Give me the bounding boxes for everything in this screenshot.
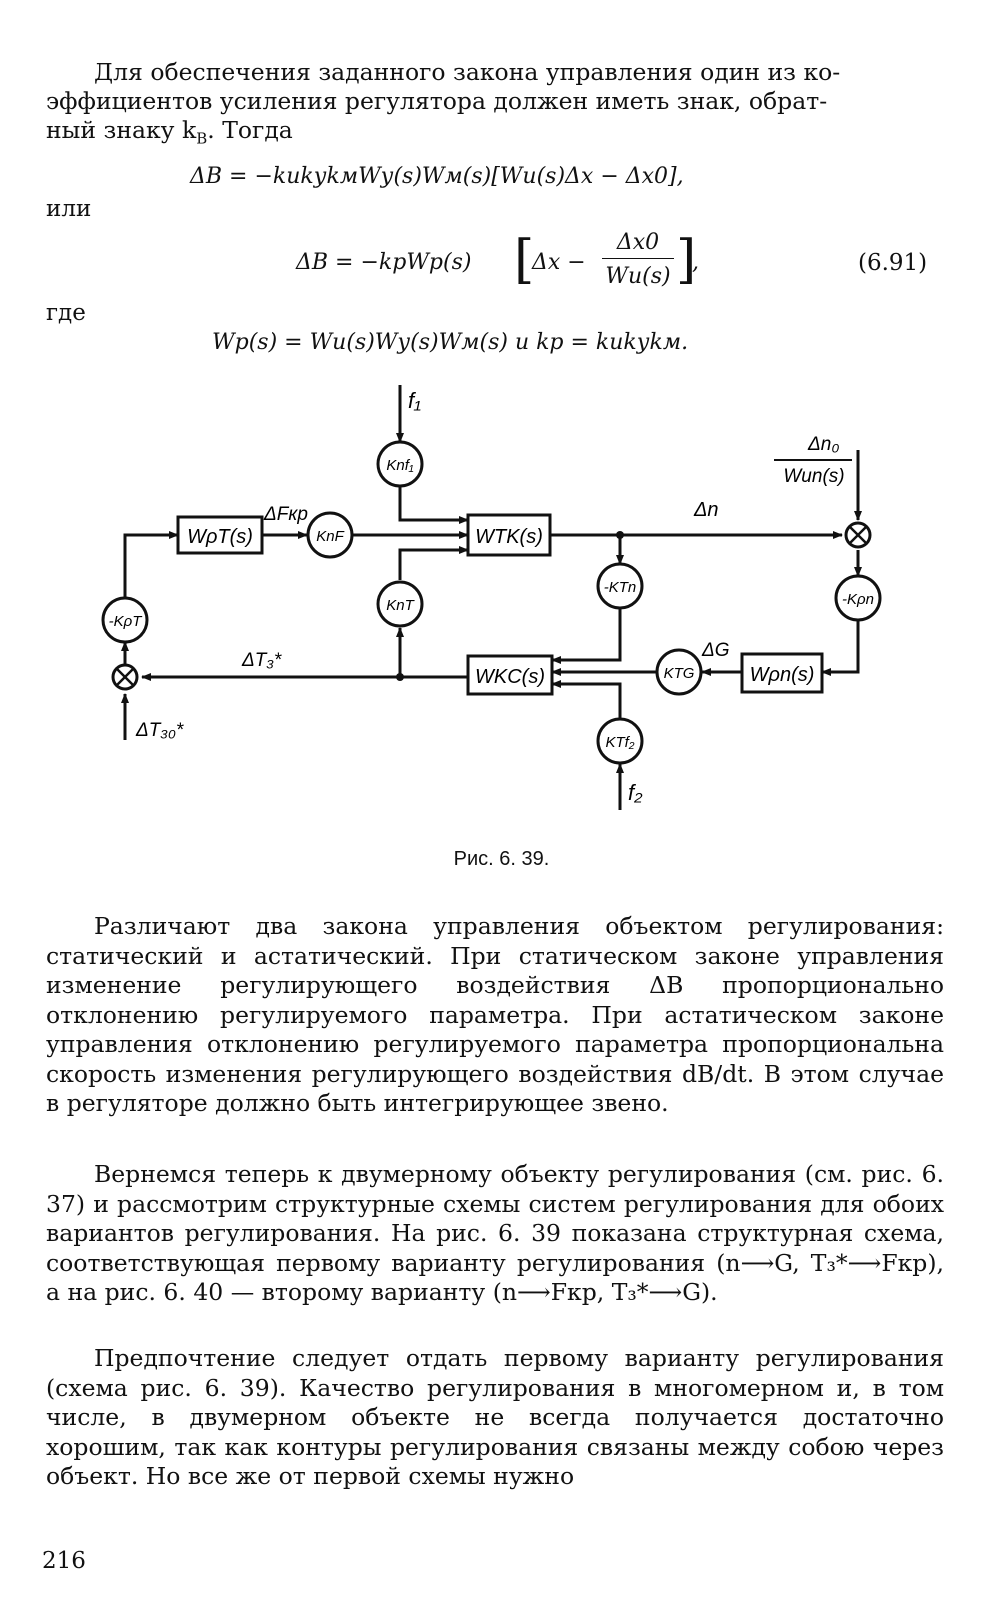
circle-ktn: -KTn [604,579,637,596]
circle-kpn: -Kρn [842,591,874,608]
signal-dg: ΔG [701,640,730,661]
circle-knf1: Knf₁ [386,457,414,474]
equation-1: ΔB = −kиkуkмWу(s)Wм(s)[Wи(s)Δx − Δx0], [190,164,684,189]
intro-line-3: ный знаку kB. Тогда [46,116,293,148]
signal-dt30: ΔT₃₀* [135,720,184,741]
signal-dn: Δn [693,499,719,521]
circle-knf: KnF [316,528,344,545]
circle-ktf2: KTf₂ [605,734,634,751]
signal-dn0-den: Wun(s) [783,466,844,487]
equation-3: Wр(s) = Wи(s)Wу(s)Wм(s) и kр = kиkуkм. [212,330,689,355]
paragraph-3: Предпочтение следует отдать первому вари… [46,1344,944,1490]
signal-dn0-num: Δn₀ [807,434,839,455]
circle-ktg: KTG [664,665,695,682]
block-wkc: WKC(s) [475,666,545,688]
circle-knt: KnT [386,597,415,614]
where-label: где [46,300,86,326]
signal-f1: f₁ [408,388,421,413]
circle-kpt: -KρT [109,613,144,630]
paragraph-2: Вернемся теперь к двумерному объекту рег… [46,1160,944,1306]
equation-2: ΔB = −kрWр(s) [ Δx − Δx0 Wи(s) ] , [296,230,699,290]
signal-f2: f₂ [628,780,643,805]
block-wrt: WρT(s) [187,526,253,548]
page-number: 216 [42,1548,86,1574]
intro-line-1: Для обеспечения заданного закона управле… [94,58,841,86]
paragraph-1: Различают два закона управления объектом… [46,912,944,1117]
signal-dt3: ΔT₃* [241,650,282,671]
block-wtk: WTK(s) [475,526,543,548]
intro-line-2: эффициентов усиления регулятора должен и… [46,87,828,115]
block-wpn: Wρn(s) [750,664,815,686]
figure-caption: Рис. 6. 39. [453,848,550,870]
signal-dfkp: ΔFкр [263,504,308,525]
equation-number: (6.91) [858,250,928,276]
block-diagram: WρT(s) WTK(s) WKC(s) Wρn(s) Knf₁ KnF KnT… [101,385,882,810]
or-label: или [46,196,92,222]
